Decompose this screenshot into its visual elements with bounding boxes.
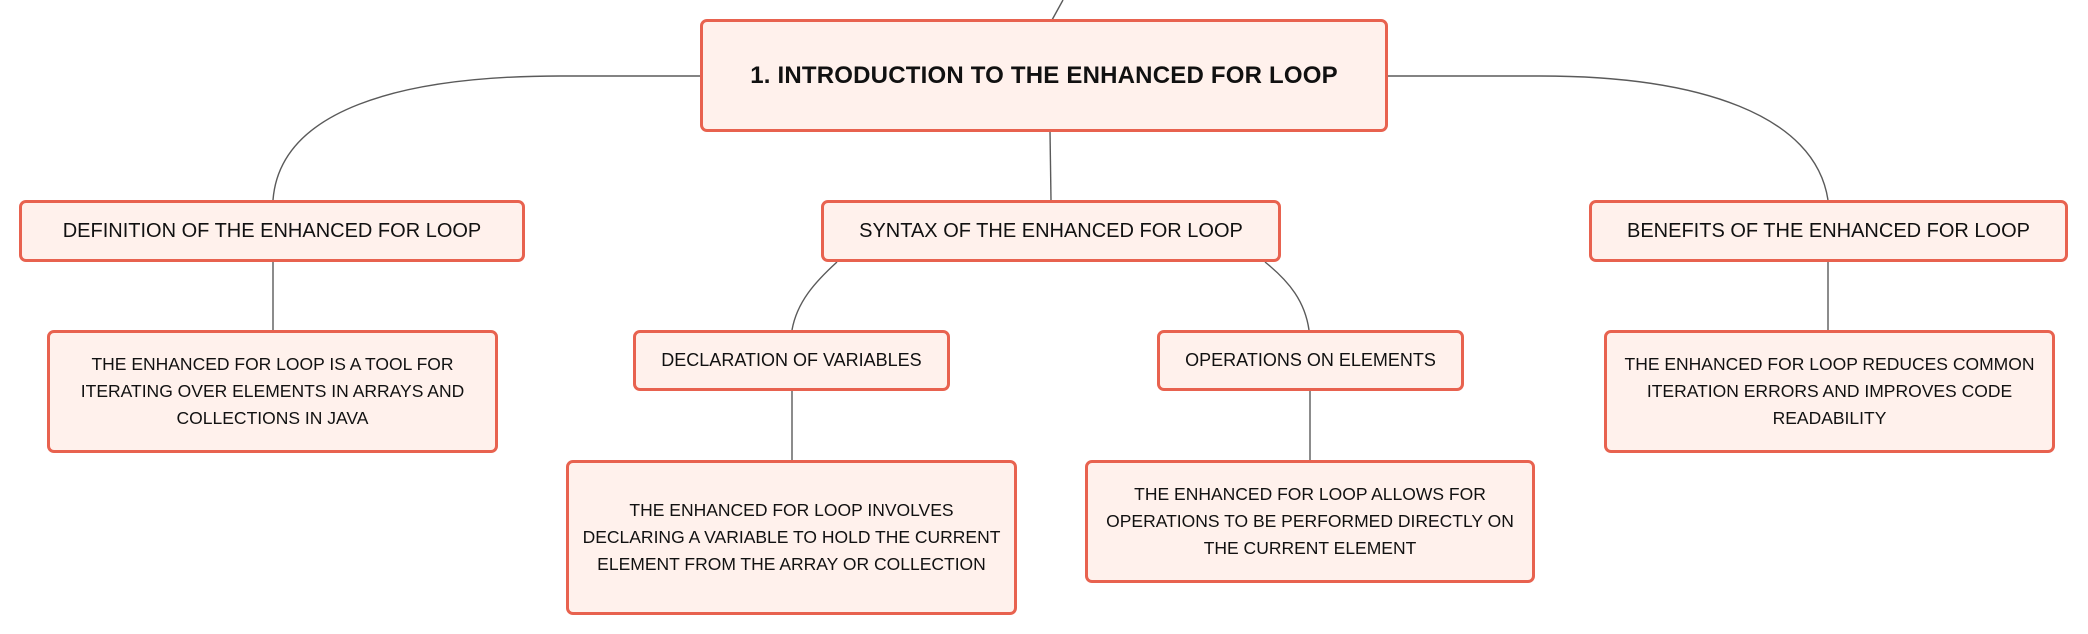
connector-root-to-syntax <box>1049 130 1052 201</box>
connector-parent-to-root <box>1051 0 1064 21</box>
connector-root-to-definition <box>272 75 700 201</box>
declaration-node[interactable]: DECLARATION OF VARIABLES <box>633 330 950 391</box>
operations-node[interactable]: OPERATIONS ON ELEMENTS <box>1157 330 1464 391</box>
operations-detail-node[interactable]: THE ENHANCED FOR LOOP ALLOWS FOR OPERATI… <box>1085 460 1535 583</box>
benefits-node-label: BENEFITS OF THE ENHANCED FOR LOOP <box>1626 219 2031 242</box>
operations-detail-text: THE ENHANCED FOR LOOP ALLOWS FOR OPERATI… <box>1106 484 1514 558</box>
definition-detail-node[interactable]: THE ENHANCED FOR LOOP IS A TOOL FOR ITER… <box>47 330 498 453</box>
connector-syntax-to-operations <box>1264 261 1310 331</box>
definition-node-label: DEFINITION OF THE ENHANCED FOR LOOP <box>62 219 482 242</box>
declaration-detail-node[interactable]: THE ENHANCED FOR LOOP INVOLVES DECLARING… <box>566 460 1017 615</box>
declaration-node-label: DECLARATION OF VARIABLES <box>661 350 922 370</box>
definition-detail-text: THE ENHANCED FOR LOOP IS A TOOL FOR ITER… <box>80 354 465 428</box>
definition-node[interactable]: DEFINITION OF THE ENHANCED FOR LOOP <box>19 200 525 262</box>
operations-node-label: OPERATIONS ON ELEMENTS <box>1185 350 1436 370</box>
syntax-node-label: SYNTAX OF THE ENHANCED FOR LOOP <box>859 219 1243 242</box>
benefits-detail-node[interactable]: THE ENHANCED FOR LOOP REDUCES COMMON ITE… <box>1604 330 2055 453</box>
benefits-detail-text: THE ENHANCED FOR LOOP REDUCES COMMON ITE… <box>1624 354 2035 428</box>
syntax-node[interactable]: SYNTAX OF THE ENHANCED FOR LOOP <box>821 200 1281 262</box>
root-node[interactable]: 1. INTRODUCTION TO THE ENHANCED FOR LOOP <box>700 19 1388 132</box>
connector-root-to-benefits <box>1388 75 1829 201</box>
connector-syntax-to-declaration <box>791 261 838 331</box>
root-node-label: 1. INTRODUCTION TO THE ENHANCED FOR LOOP <box>750 61 1338 89</box>
benefits-node[interactable]: BENEFITS OF THE ENHANCED FOR LOOP <box>1589 200 2068 262</box>
declaration-detail-text: THE ENHANCED FOR LOOP INVOLVES DECLARING… <box>582 500 1001 574</box>
